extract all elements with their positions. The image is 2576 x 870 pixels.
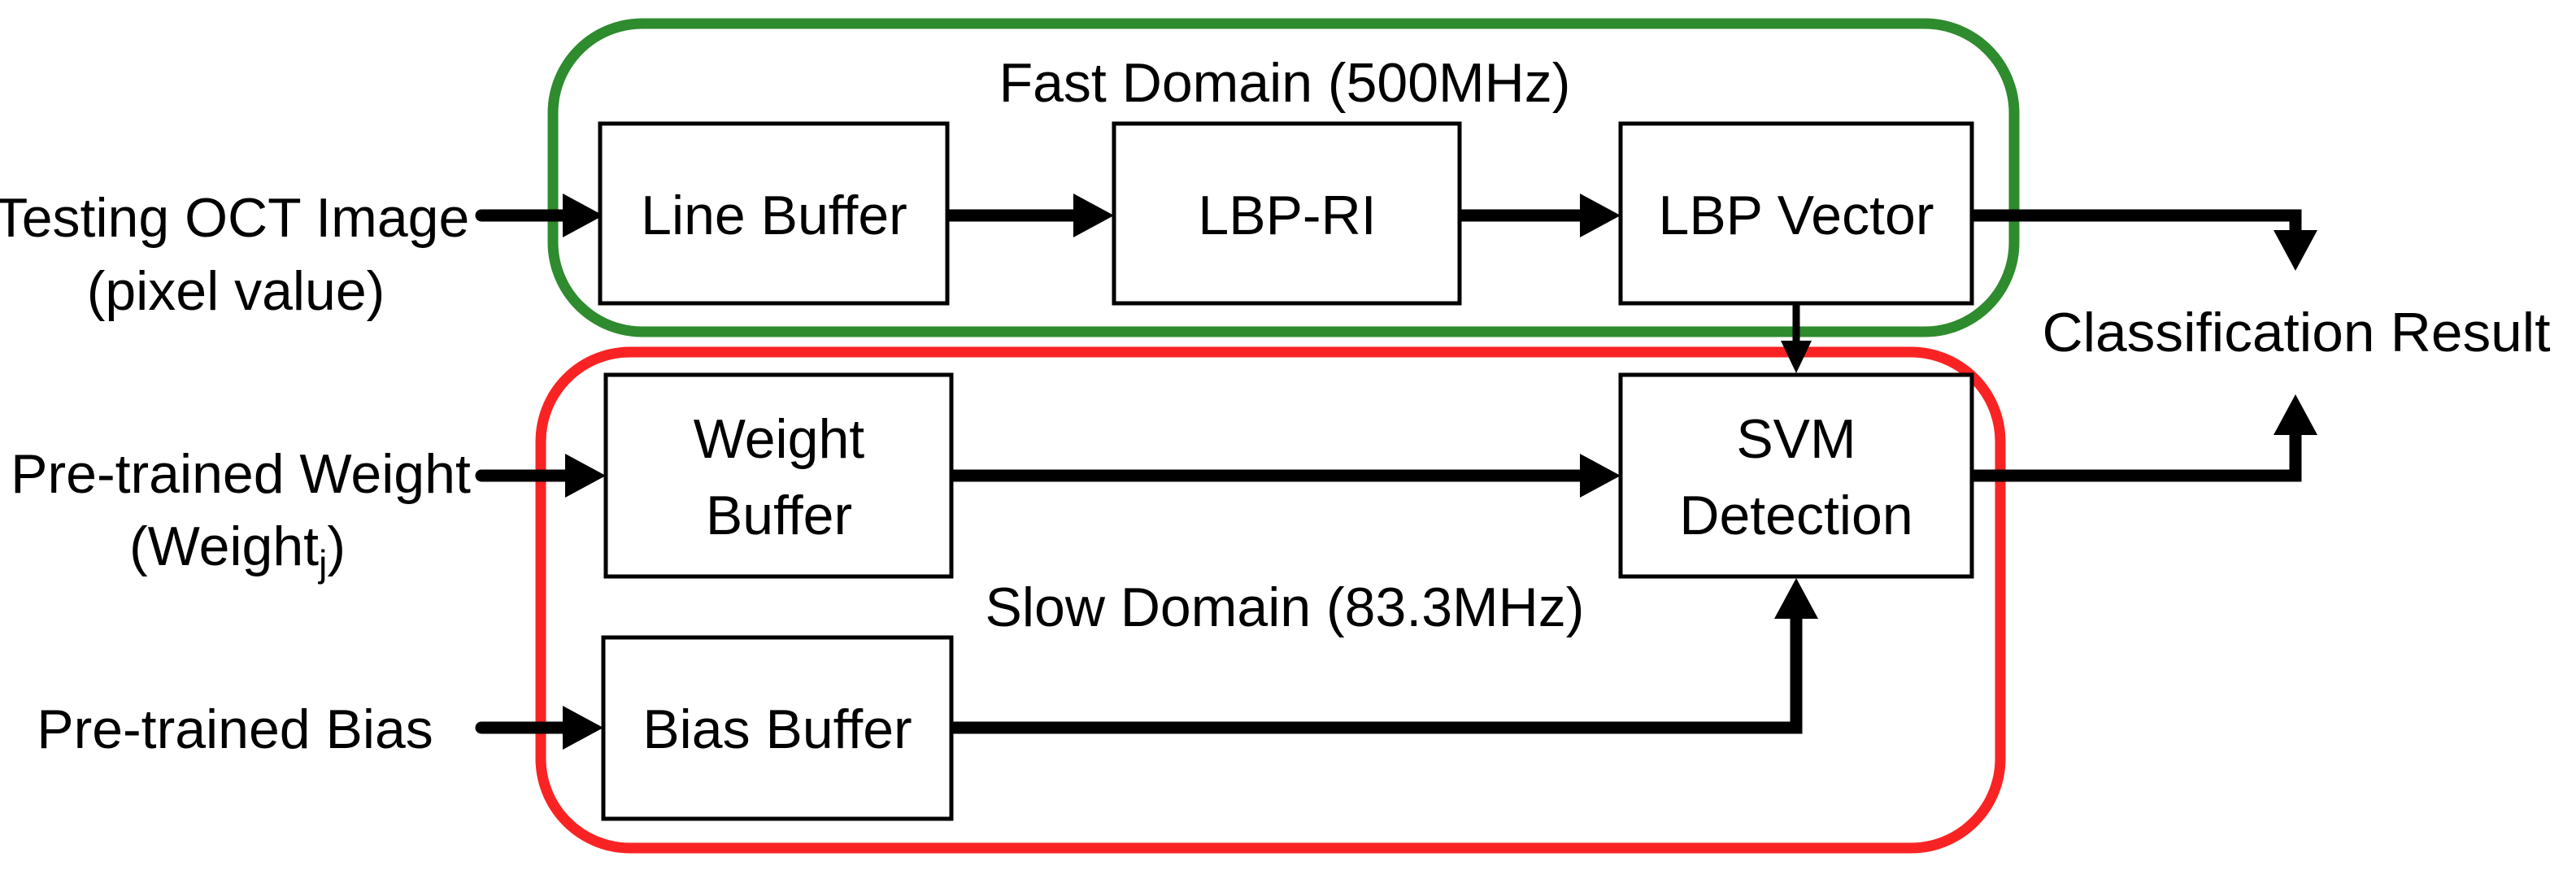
block-line-buffer: Line Buffer: [598, 121, 950, 306]
input-label-testing-oct: Testing OCT Image (pixel value): [0, 187, 469, 322]
svm-detection-box: [1618, 372, 1974, 579]
input-label-pretrained-weight: Pre-trained Weight (Weightj): [11, 443, 471, 585]
lbp-vector-box: [1618, 121, 1974, 306]
slow-domain-region: Slow Domain (83.3MHz): [535, 346, 2006, 854]
arrow-input-oct-head: [563, 194, 603, 237]
slow-domain-border: [535, 346, 2006, 854]
testing-oct-line2: (pixel value): [87, 260, 385, 322]
output-label-classification-result: Classification Result: [2043, 302, 2551, 363]
arrow-svm-to-result-shaft: [1972, 431, 2302, 482]
arrow-input-weight-head: [565, 454, 606, 498]
arrow-lbpvector-to-result-shaft: [1972, 209, 2302, 234]
arrow-bias-to-svm-shaft: [951, 615, 1803, 734]
weight-buffer-label-line1: Weight: [694, 408, 865, 470]
testing-oct-line1: Testing OCT Image: [0, 187, 469, 249]
line-buffer-label: Line Buffer: [641, 185, 907, 246]
arrow-lbpri-to-lbpvector-head: [1580, 194, 1621, 237]
fast-domain-region: Fast Domain (500MHz): [547, 18, 2020, 337]
bias-buffer-box: [601, 635, 954, 821]
block-lbp-ri: LBP-RI: [1112, 121, 1462, 306]
pretrained-weight-line1: Pre-trained Weight: [11, 443, 471, 505]
block-weight-buffer: Weight Buffer: [603, 372, 954, 579]
fast-domain-title: Fast Domain (500MHz): [999, 52, 1571, 114]
svm-detection-label-line2: Detection: [1679, 485, 1912, 546]
lbp-ri-label: LBP-RI: [1198, 185, 1376, 246]
input-label-pretrained-bias: Pre-trained Bias: [37, 698, 433, 760]
arrow-bias-to-svm-head: [1774, 578, 1818, 619]
weight-buffer-label-line2: Buffer: [706, 485, 852, 546]
fast-domain-border: [547, 18, 2020, 337]
arrow-weight-to-svm-head: [1580, 454, 1621, 498]
arrow-input-bias-head: [563, 706, 603, 750]
line-buffer-box: [598, 121, 950, 306]
arrow-lbpvector-to-result-head: [2274, 230, 2317, 271]
block-svm-detection: SVM Detection: [1618, 372, 1974, 579]
connectors: [475, 194, 2317, 750]
pretrained-weight-line2: (Weightj): [129, 515, 346, 585]
pretrained-bias-line1: Pre-trained Bias: [37, 698, 433, 760]
svm-detection-label-line1: SVM: [1736, 408, 1856, 470]
arrow-svm-to-result-head: [2274, 394, 2317, 435]
lbp-ri-box: [1112, 121, 1462, 306]
bias-buffer-label: Bias Buffer: [642, 698, 912, 760]
slow-domain-title: Slow Domain (83.3MHz): [986, 576, 1585, 638]
block-bias-buffer: Bias Buffer: [601, 635, 954, 821]
lbp-vector-label: LBP Vector: [1659, 185, 1934, 246]
weight-buffer-box: [603, 372, 954, 579]
block-lbp-vector: LBP Vector: [1618, 121, 1974, 306]
arrow-lbpvector-to-svm-head: [1781, 341, 1812, 373]
arrow-linebuffer-to-lbpri-head: [1073, 194, 1114, 237]
